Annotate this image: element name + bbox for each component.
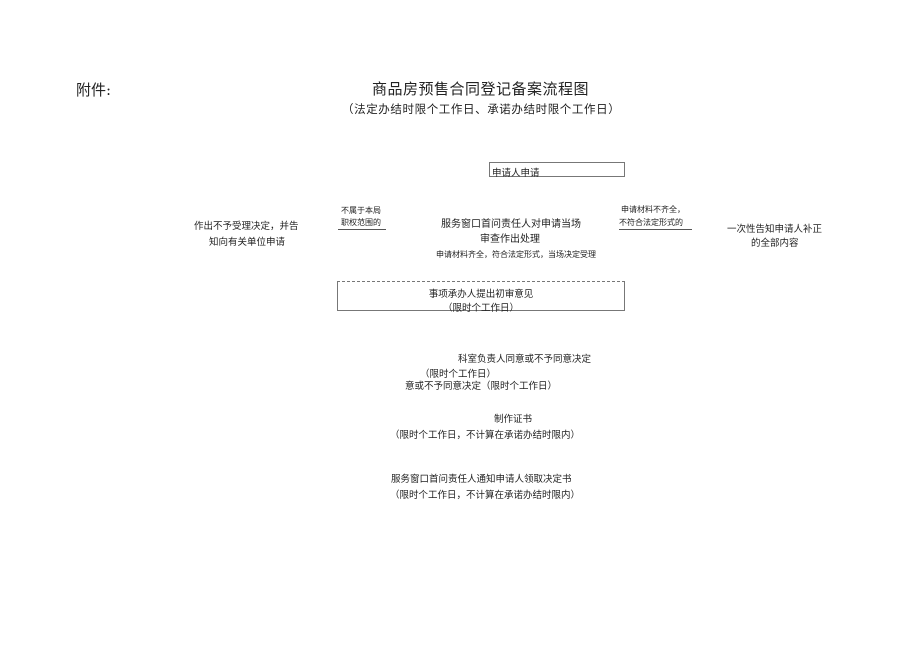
supplement-condition-line1: 申请材料不齐全， xyxy=(621,205,685,214)
reject-result-line1: 作出不予受理决定，并告 xyxy=(194,221,299,232)
reject-arrow-line xyxy=(338,229,386,230)
section-chief-line3: 意或不予同意决定（限时个工作日） xyxy=(405,381,558,392)
page-title: 商品房预售合同登记备案流程图 xyxy=(372,80,590,98)
section-chief-line2: （限时个工作日） xyxy=(420,369,497,380)
supplement-result-line1: 一次性告知申请人补正 xyxy=(727,224,823,235)
accept-condition: 申请材料齐全，符合法定形式，当场决定受理 xyxy=(436,250,596,259)
attachment-label: 附件: xyxy=(76,81,112,99)
notify-line2: （限时个工作日，不计算在承诺办结时限内） xyxy=(390,490,581,501)
page-subtitle: （法定办结时限个工作日、承诺办结时限个工作日） xyxy=(342,102,621,116)
certificate-line1: 制作证书 xyxy=(494,414,533,425)
applicant-label: 申请人申请 xyxy=(492,168,540,179)
supplement-arrow-line xyxy=(619,229,692,230)
window-review-line1: 服务窗口首问责任人对申请当场 xyxy=(441,219,581,230)
supplement-result-line2: 的全部内容 xyxy=(751,238,799,249)
section-chief-line1: 科室负责人同意或不予同意决定 xyxy=(458,354,592,365)
notify-line1: 服务窗口首问责任人通知申请人领取决定书 xyxy=(391,474,572,485)
window-review-line2: 审查作出处理 xyxy=(480,234,540,245)
reject-condition-line2: 职权范围的 xyxy=(341,218,381,227)
supplement-condition-line2: 不符合法定形式的 xyxy=(619,218,683,227)
initial-review-line1: 事项承办人提出初审意见 xyxy=(428,289,534,300)
applicant-box: 申请人申请 xyxy=(489,162,625,179)
reject-result-line2: 知向有关单位申请 xyxy=(209,237,286,248)
initial-review-box: 事项承办人提出初审意见 （限时个工作日） xyxy=(337,281,625,314)
reject-condition-line1: 不属于本局 xyxy=(341,206,381,215)
initial-review-line2: （限时个工作日） xyxy=(442,303,519,314)
certificate-line2: （限时个工作日，不计算在承诺办结时限内） xyxy=(390,430,581,441)
